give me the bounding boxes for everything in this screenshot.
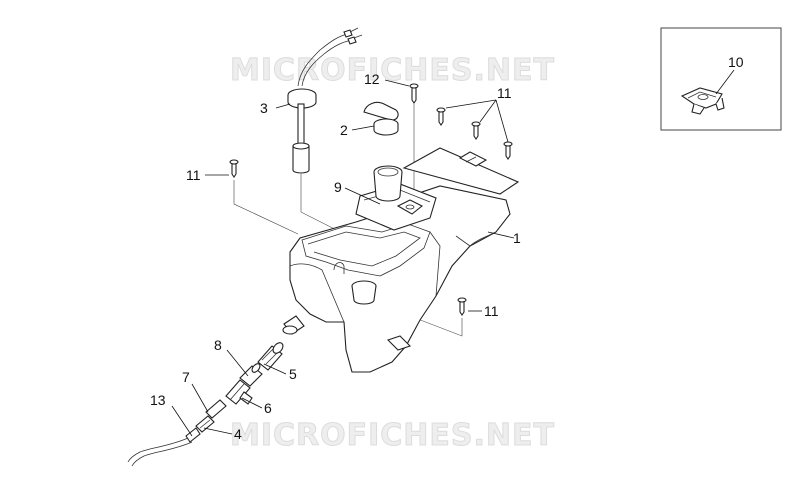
callout-13: 13 xyxy=(150,392,166,408)
leader-3 xyxy=(275,103,291,109)
filler-cap-part-2 xyxy=(363,101,399,136)
callout-2: 2 xyxy=(340,122,348,138)
fuel-tank-part-1 xyxy=(282,147,520,373)
callout-9: 9 xyxy=(334,179,342,195)
screw-part-11-left xyxy=(229,159,239,178)
leader-8 xyxy=(226,349,249,377)
screws-part-11-top xyxy=(436,107,513,160)
callout-11-bottom: 11 xyxy=(484,303,499,319)
callout-11-top: 11 xyxy=(497,85,512,101)
callout-1: 1 xyxy=(513,230,521,246)
leader-11-a2 xyxy=(479,99,497,123)
leader-1 xyxy=(487,231,515,239)
leader-9 xyxy=(344,187,381,205)
screw-part-11-bottom xyxy=(457,297,467,316)
watermark-top: MICROFICHES.NET xyxy=(230,53,555,88)
leader-4 xyxy=(203,427,233,435)
leader-10 xyxy=(715,69,735,95)
valve-part-8-6 xyxy=(225,363,263,405)
leader-12 xyxy=(384,79,410,87)
callout-7: 7 xyxy=(182,369,190,385)
callout-4: 4 xyxy=(234,426,242,442)
leader-11-a1 xyxy=(445,99,497,109)
clip-part-10 xyxy=(680,87,725,115)
callout-12: 12 xyxy=(364,71,380,87)
leader-13 xyxy=(171,405,193,437)
callout-8: 8 xyxy=(214,337,222,353)
callout-11-left: 11 xyxy=(186,167,201,183)
hose-assembly-parts-7-4-13 xyxy=(127,399,227,467)
sender-unit-part-3 xyxy=(287,27,363,174)
watermark-bottom: MICROFICHES.NET xyxy=(230,418,555,453)
inset-box: 10 xyxy=(660,27,782,131)
leader-11-a3 xyxy=(495,99,509,143)
callout-6: 6 xyxy=(264,400,272,416)
screw-part-12 xyxy=(409,83,419,104)
callout-3: 3 xyxy=(260,100,268,116)
fitting-part-5 xyxy=(257,342,284,371)
leader-7 xyxy=(191,383,209,413)
leader-5 xyxy=(263,363,287,375)
leader-6 xyxy=(241,397,263,409)
leader-2 xyxy=(351,125,375,131)
callout-10: 10 xyxy=(728,54,744,70)
guide-11-left xyxy=(233,180,299,235)
callout-5: 5 xyxy=(289,366,297,382)
